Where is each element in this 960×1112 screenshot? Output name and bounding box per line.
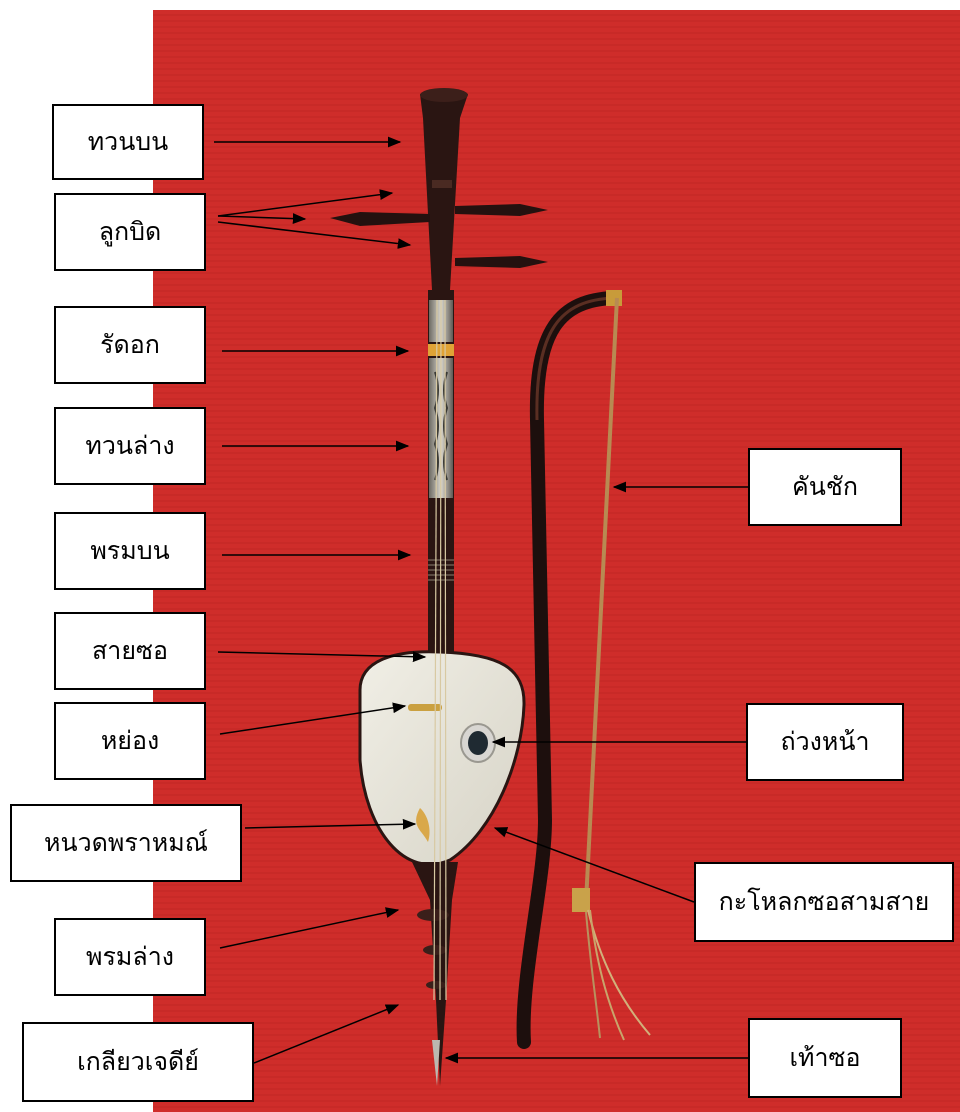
label-kliao-chedi: เกลียวเจดีย์ xyxy=(22,1022,254,1102)
label-yong: หย่อง xyxy=(54,702,206,780)
label-kalok-so-sam-sai: กะโหลกซอสามสาย xyxy=(694,862,954,942)
label-rat-ok: รัดอก xyxy=(54,306,206,384)
label-thao-so: เท้าซอ xyxy=(748,1018,902,1098)
label-khan-chak: คันชัก xyxy=(748,448,902,526)
red-backdrop xyxy=(153,10,960,1112)
label-phrom-bon: พรมบน xyxy=(54,512,206,590)
label-thuan-lang: ทวนล่าง xyxy=(54,407,206,485)
label-thuang-na: ถ่วงหน้า xyxy=(746,703,904,781)
label-thuan-bon: ทวนบน xyxy=(52,104,204,180)
label-phrom-lang: พรมล่าง xyxy=(54,918,206,996)
label-sai-so: สายซอ xyxy=(54,612,206,690)
label-luk-bit: ลูกบิด xyxy=(54,193,206,271)
label-nuat-phram: หนวดพราหมณ์ xyxy=(10,804,242,882)
